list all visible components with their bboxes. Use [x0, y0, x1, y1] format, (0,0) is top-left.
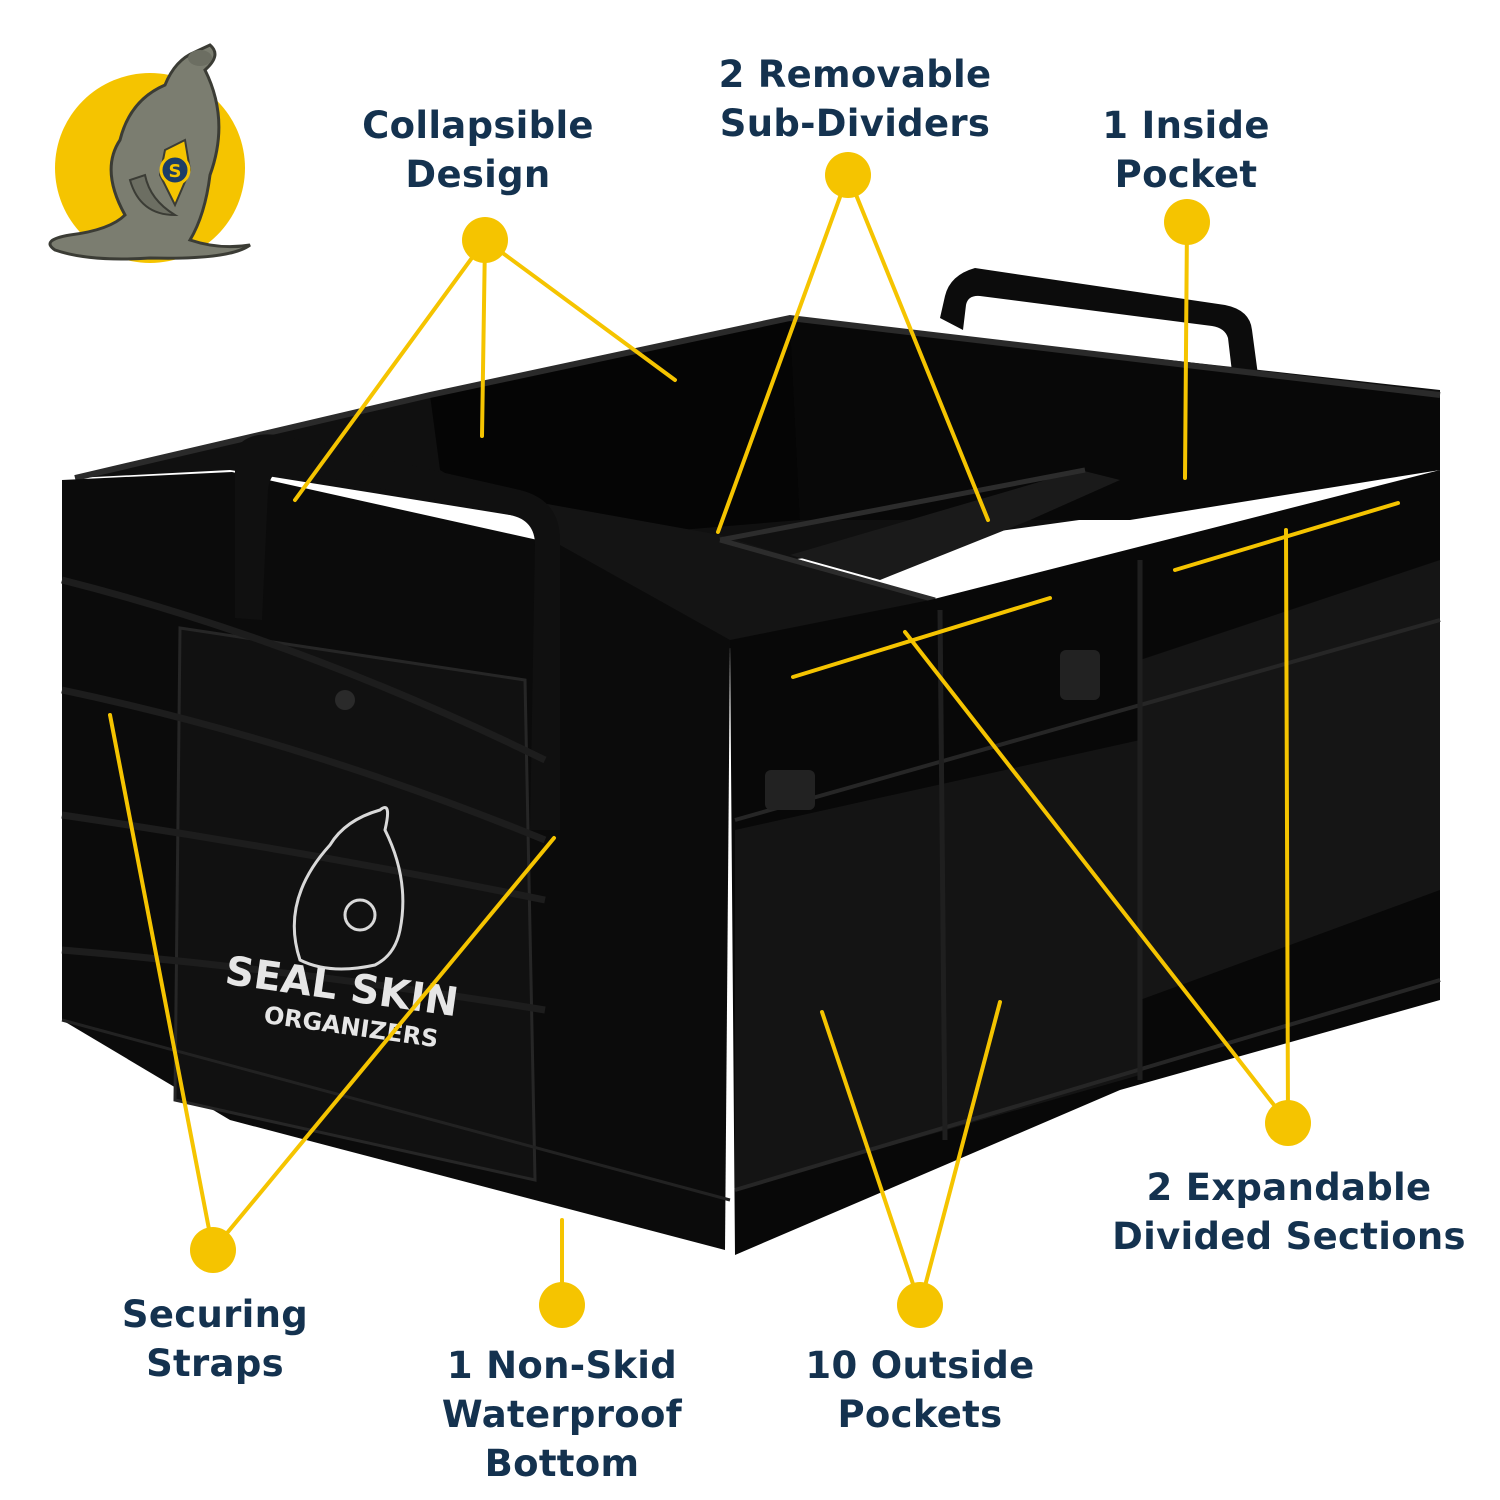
callout-text: Sub-Dividers	[719, 102, 991, 145]
callout-text: 1 Inside	[1102, 104, 1270, 147]
callout-text: 2 Removable	[718, 53, 992, 96]
callout-text: 1 Non-Skid	[446, 1344, 678, 1387]
callout-text: Waterproof	[441, 1393, 683, 1436]
callout-text: Straps	[146, 1342, 284, 1385]
callout-dot-securing-straps	[190, 1227, 236, 1273]
callout-text: Pockets	[837, 1393, 1003, 1436]
callout-dot-outside-pockets	[897, 1282, 943, 1328]
callout-text: Design	[405, 153, 551, 196]
callout-text: 2 Expandable	[1146, 1166, 1432, 1209]
callout-text: Pocket	[1114, 153, 1258, 196]
callout-removable-sub-dividers: 2 Removable Sub-Dividers	[719, 50, 992, 148]
callout-outside-pockets: 10 Outside Pockets	[805, 1341, 1034, 1439]
callout-lines	[108, 173, 1400, 1307]
logo-emblem-letter: S	[169, 161, 182, 182]
callout-text: Divided Sections	[1112, 1215, 1466, 1258]
callout-text: Securing	[121, 1293, 309, 1336]
callout-text: Bottom	[484, 1442, 640, 1485]
callout-dot-sub-dividers	[825, 152, 871, 198]
callout-inside-pocket: 1 Inside Pocket	[1102, 101, 1269, 199]
callout-securing-straps: Securing Straps	[122, 1290, 308, 1388]
callout-non-skid-bottom: 1 Non-Skid Waterproof Bottom	[442, 1341, 682, 1488]
seal-mascot-icon: S	[48, 43, 251, 263]
brand-seal-outline-icon	[292, 806, 405, 971]
callout-dot-collapsible	[462, 217, 508, 263]
callout-dot-expandable	[1265, 1100, 1311, 1146]
callout-dot-inside-pocket	[1164, 199, 1210, 245]
callout-text: Collapsible	[362, 104, 594, 147]
callout-expandable-sections: 2 Expandable Divided Sections	[1112, 1163, 1466, 1261]
trunk-organizer: SEAL SKIN ORGANIZERS	[61, 268, 1441, 1255]
callout-collapsible-design: Collapsible Design	[362, 101, 594, 199]
callout-dot-non-skid	[539, 1282, 585, 1328]
callout-text: 10 Outside	[805, 1344, 1035, 1387]
